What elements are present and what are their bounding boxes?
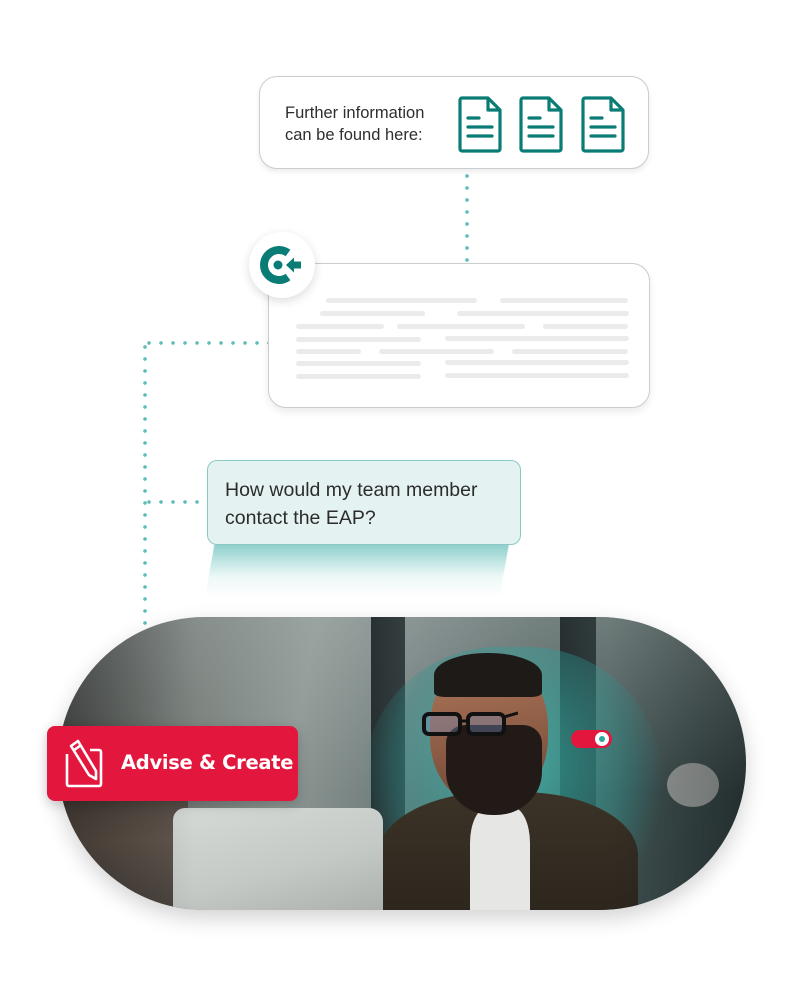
connector-line-chat-branch	[143, 500, 207, 504]
placeholder-line	[296, 374, 421, 379]
placeholder-line	[296, 324, 384, 329]
further-info-text: Further information can be found here:	[285, 104, 425, 144]
connector-line-left	[143, 341, 147, 629]
placeholder-line	[512, 349, 628, 354]
advise-create-label: Advise & Create	[121, 751, 294, 774]
further-info-card: Further information can be found here:	[259, 76, 649, 169]
toggle-switch[interactable]	[571, 730, 612, 748]
document-preview-card	[268, 263, 650, 408]
placeholder-line	[296, 361, 421, 366]
chat-beam-decoration	[205, 545, 509, 597]
connector-line-doc-branch	[143, 341, 269, 345]
glasses-icon	[422, 711, 518, 736]
toggle-knob	[595, 732, 609, 746]
placeholder-line	[326, 298, 477, 303]
chat-question-text: How would my team member contact the EAP…	[225, 479, 478, 529]
placeholder-line	[397, 324, 525, 329]
advise-create-button[interactable]: Advise & Create	[47, 726, 298, 801]
placeholder-line	[296, 349, 361, 354]
document-icon[interactable]	[519, 96, 564, 153]
lamp-decoration	[667, 763, 719, 807]
placeholder-line	[445, 373, 629, 378]
brand-logo-badge	[249, 232, 315, 298]
document-icon[interactable]	[458, 96, 503, 153]
laptop	[173, 808, 383, 910]
placeholder-line	[500, 298, 628, 303]
document-icon[interactable]	[581, 96, 626, 153]
placeholder-line	[457, 311, 629, 316]
chat-question-bubble: How would my team member contact the EAP…	[207, 460, 521, 545]
pencil-note-icon	[65, 739, 103, 788]
placeholder-line	[445, 336, 629, 341]
placeholder-line	[320, 311, 425, 316]
placeholder-line	[543, 324, 628, 329]
placeholder-line	[379, 349, 494, 354]
connector-line-top	[465, 170, 469, 264]
placeholder-line	[445, 360, 629, 365]
placeholder-line	[296, 337, 421, 342]
brand-logo-icon	[260, 246, 301, 284]
